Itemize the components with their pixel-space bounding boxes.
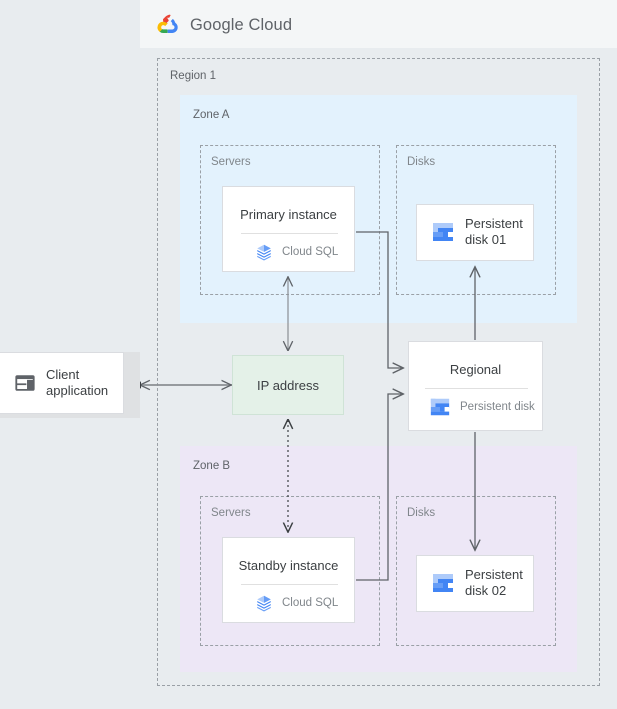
header-bar: Google Cloud (140, 0, 617, 48)
primary-instance-card[interactable]: Primary instance Cloud SQL (222, 186, 355, 272)
pd02-line1: Persistent (465, 567, 523, 582)
pd01-line2: disk 01 (465, 232, 507, 248)
zone-b-label: Zone B (193, 460, 231, 472)
google-cloud-wordmark: Google Cloud (190, 16, 292, 35)
primary-instance-product: Cloud SQL (255, 243, 338, 261)
disks-group-zone-a: Disks (396, 145, 556, 295)
pd01-line1: Persistent (465, 216, 523, 231)
card-divider (241, 233, 338, 234)
primary-instance-title: Primary instance (240, 207, 337, 222)
standby-instance-product: Cloud SQL (255, 594, 338, 612)
pd02-line2: disk 02 (465, 583, 507, 599)
standby-instance-title: Standby instance (238, 558, 339, 573)
brand-cloud: Cloud (248, 15, 293, 34)
client-line2: application (46, 383, 109, 398)
persistent-disk-icon (429, 396, 451, 418)
regional-persistent-disk-card[interactable]: Regional Persistent disk (408, 341, 543, 431)
client-window-icon (14, 372, 36, 394)
client-line1: Client (46, 366, 80, 382)
brand-google: Google (190, 15, 244, 34)
disks-group-label-a: Disks (407, 156, 436, 168)
google-cloud-logo: Google Cloud (156, 12, 292, 38)
card-divider (241, 584, 338, 585)
servers-group-label-a: Servers (211, 156, 251, 168)
servers-group-label-b: Servers (211, 507, 251, 519)
persistent-disk-icon (431, 220, 455, 244)
primary-instance-subtitle: Cloud SQL (282, 246, 339, 258)
region-label: Region 1 (170, 70, 217, 82)
disks-group-label-b: Disks (407, 507, 436, 519)
ip-address-node[interactable]: IP address (232, 355, 344, 415)
cloud-sql-icon (255, 594, 273, 612)
regional-disk-subtitle: Persistent disk (460, 401, 535, 413)
google-cloud-logo-icon (156, 12, 182, 38)
regional-disk-title: Regional (449, 362, 502, 377)
standby-instance-subtitle: Cloud SQL (282, 597, 339, 609)
standby-instance-card[interactable]: Standby instance Cloud SQL (222, 537, 355, 623)
ip-address-label: IP address (257, 377, 319, 393)
persistent-disk-icon (431, 571, 455, 595)
regional-disk-product: Persistent disk (429, 396, 535, 418)
cloud-sql-icon (255, 243, 273, 261)
zone-a-label: Zone A (193, 109, 230, 121)
card-divider (425, 388, 528, 389)
